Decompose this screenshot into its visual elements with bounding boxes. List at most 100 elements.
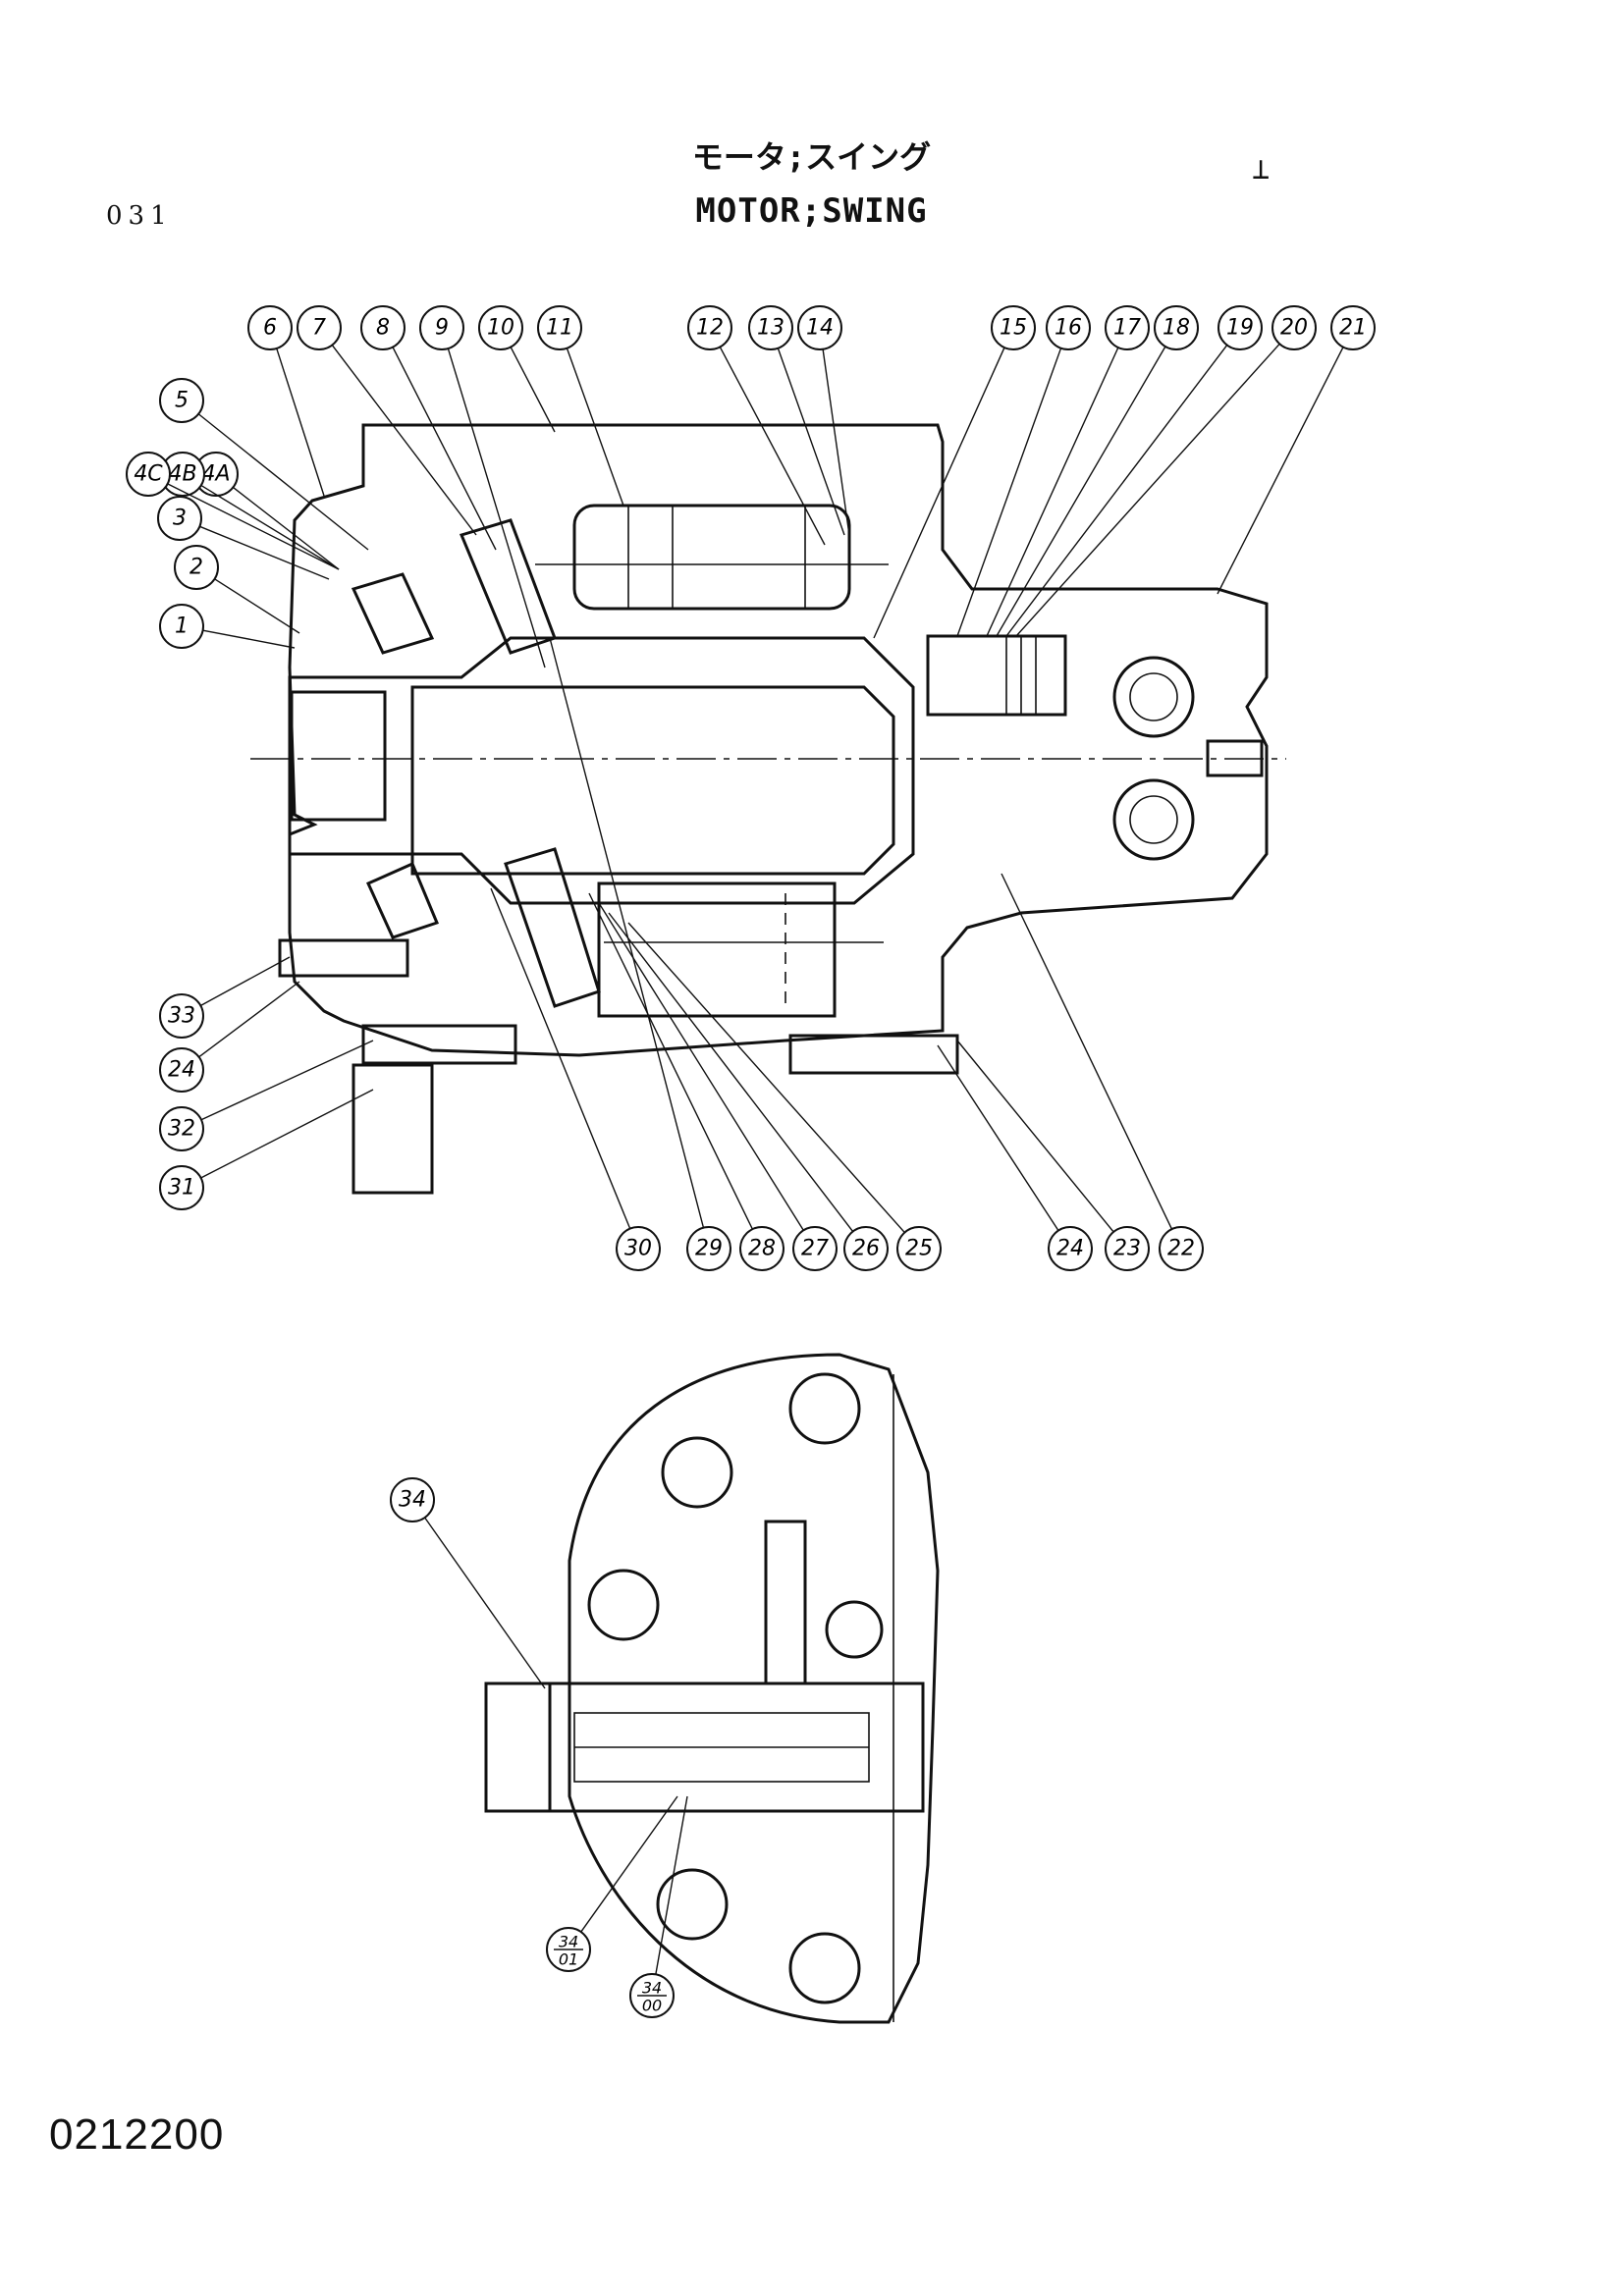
callout-20: 20 xyxy=(1015,305,1317,637)
leader-line xyxy=(199,956,291,1007)
callout-circle xyxy=(478,305,523,350)
callout-label: 1 xyxy=(175,614,189,639)
callout-label: 17 xyxy=(1113,316,1141,341)
callout-32: 32 xyxy=(159,1040,374,1151)
leader-line xyxy=(198,981,300,1058)
callout-circle xyxy=(843,1226,889,1271)
callout-label: 6 xyxy=(263,316,277,341)
title-english: MOTOR;SWING xyxy=(695,191,928,231)
callout-18: 18 xyxy=(996,305,1199,637)
drawing-number: 0212200 xyxy=(49,2110,225,2159)
callout-7: 7 xyxy=(297,305,477,536)
valve-plug xyxy=(825,1600,884,1659)
valve-bolt-5 xyxy=(788,1932,861,2004)
callout-numerator: 34 xyxy=(559,1933,578,1951)
callout-9: 9 xyxy=(419,305,546,668)
housing-outline xyxy=(288,423,1269,1057)
callout-24: 24 xyxy=(159,981,300,1093)
callout-14: 14 xyxy=(797,305,850,536)
callout-label: 34 xyxy=(399,1488,426,1513)
callout-circle xyxy=(1271,305,1317,350)
callout-numerator: 34 xyxy=(642,1979,662,1998)
valve-spool xyxy=(926,634,1067,717)
leader-line xyxy=(655,1795,688,1975)
callout-8: 8 xyxy=(360,305,497,551)
leader-line xyxy=(200,1040,374,1121)
callout-label: 13 xyxy=(757,316,784,341)
shaft-core xyxy=(410,685,895,876)
callout-circle xyxy=(739,1226,784,1271)
callout-label: 33 xyxy=(168,1004,195,1029)
callout-circle xyxy=(991,305,1036,350)
callout-27: 27 xyxy=(598,902,838,1271)
callout-circle xyxy=(390,1477,435,1522)
callout-12: 12 xyxy=(687,305,826,546)
callout-circle xyxy=(1105,305,1150,350)
port-lower xyxy=(1112,778,1195,861)
valve-bolt-4 xyxy=(656,1868,729,1941)
callout-label: 25 xyxy=(905,1237,933,1261)
callout-2: 2 xyxy=(174,545,300,634)
callout-label: 16 xyxy=(1055,316,1082,341)
callout-label: 7 xyxy=(312,316,326,341)
leader-line xyxy=(608,912,854,1232)
callout-label: 5 xyxy=(175,389,189,413)
leader-line xyxy=(331,345,477,536)
callout-circle xyxy=(159,378,204,423)
callout-denominator: 01 xyxy=(559,1950,578,1969)
callout-19: 19 xyxy=(1005,305,1263,637)
leader-line xyxy=(197,413,369,551)
callout-label: 21 xyxy=(1339,316,1367,341)
callout-circle xyxy=(126,452,171,497)
callout-25: 25 xyxy=(627,922,942,1271)
output-shaft xyxy=(288,636,915,905)
callout-1: 1 xyxy=(159,604,296,649)
callout-16: 16 xyxy=(956,305,1091,637)
leader-line xyxy=(719,347,826,546)
leader-line xyxy=(937,1044,1059,1231)
leader-line xyxy=(200,484,340,570)
leader-line xyxy=(588,892,754,1230)
leader-line xyxy=(822,348,850,536)
callout-label: 4C xyxy=(134,462,163,487)
callout-label: 19 xyxy=(1226,316,1254,341)
bearing-upper xyxy=(351,572,435,655)
callout-5: 5 xyxy=(159,378,369,551)
callout-24: 24 xyxy=(937,1044,1093,1271)
piston-lower xyxy=(597,881,837,1018)
bearing-lower xyxy=(366,862,440,939)
bolt-32 xyxy=(361,1024,517,1065)
leader-line xyxy=(566,347,624,507)
callout-label: 4B xyxy=(168,462,196,487)
callout-circle xyxy=(1105,1226,1150,1271)
leader-line xyxy=(490,887,631,1229)
callout-label: 9 xyxy=(435,316,449,341)
valve-bolt-1 xyxy=(788,1372,861,1445)
leader-line xyxy=(202,629,296,649)
leader-line xyxy=(447,347,546,668)
mount-flange xyxy=(352,1063,434,1195)
callout-circle xyxy=(360,305,406,350)
bolt-33 xyxy=(278,938,409,978)
callout-circle xyxy=(1046,305,1091,350)
callout-circle xyxy=(1154,305,1199,350)
callout-circle xyxy=(419,305,464,350)
callout-denominator: 00 xyxy=(642,1997,662,2015)
callout-label: 2 xyxy=(189,556,203,580)
callout-13: 13 xyxy=(748,305,845,536)
callout-4A: 4A xyxy=(193,452,340,570)
callout-23: 23 xyxy=(956,1040,1150,1271)
callout-circle xyxy=(687,305,732,350)
leader-line xyxy=(956,1040,1114,1233)
callout-4B: 4B xyxy=(160,452,340,570)
callout-circle xyxy=(159,1106,204,1151)
leader-line xyxy=(1217,347,1344,595)
callout-31: 31 xyxy=(159,1089,374,1210)
callout-circle xyxy=(247,305,293,350)
callout-label: 12 xyxy=(696,316,724,341)
leader-line xyxy=(510,347,556,433)
callout-circle xyxy=(1330,305,1376,350)
